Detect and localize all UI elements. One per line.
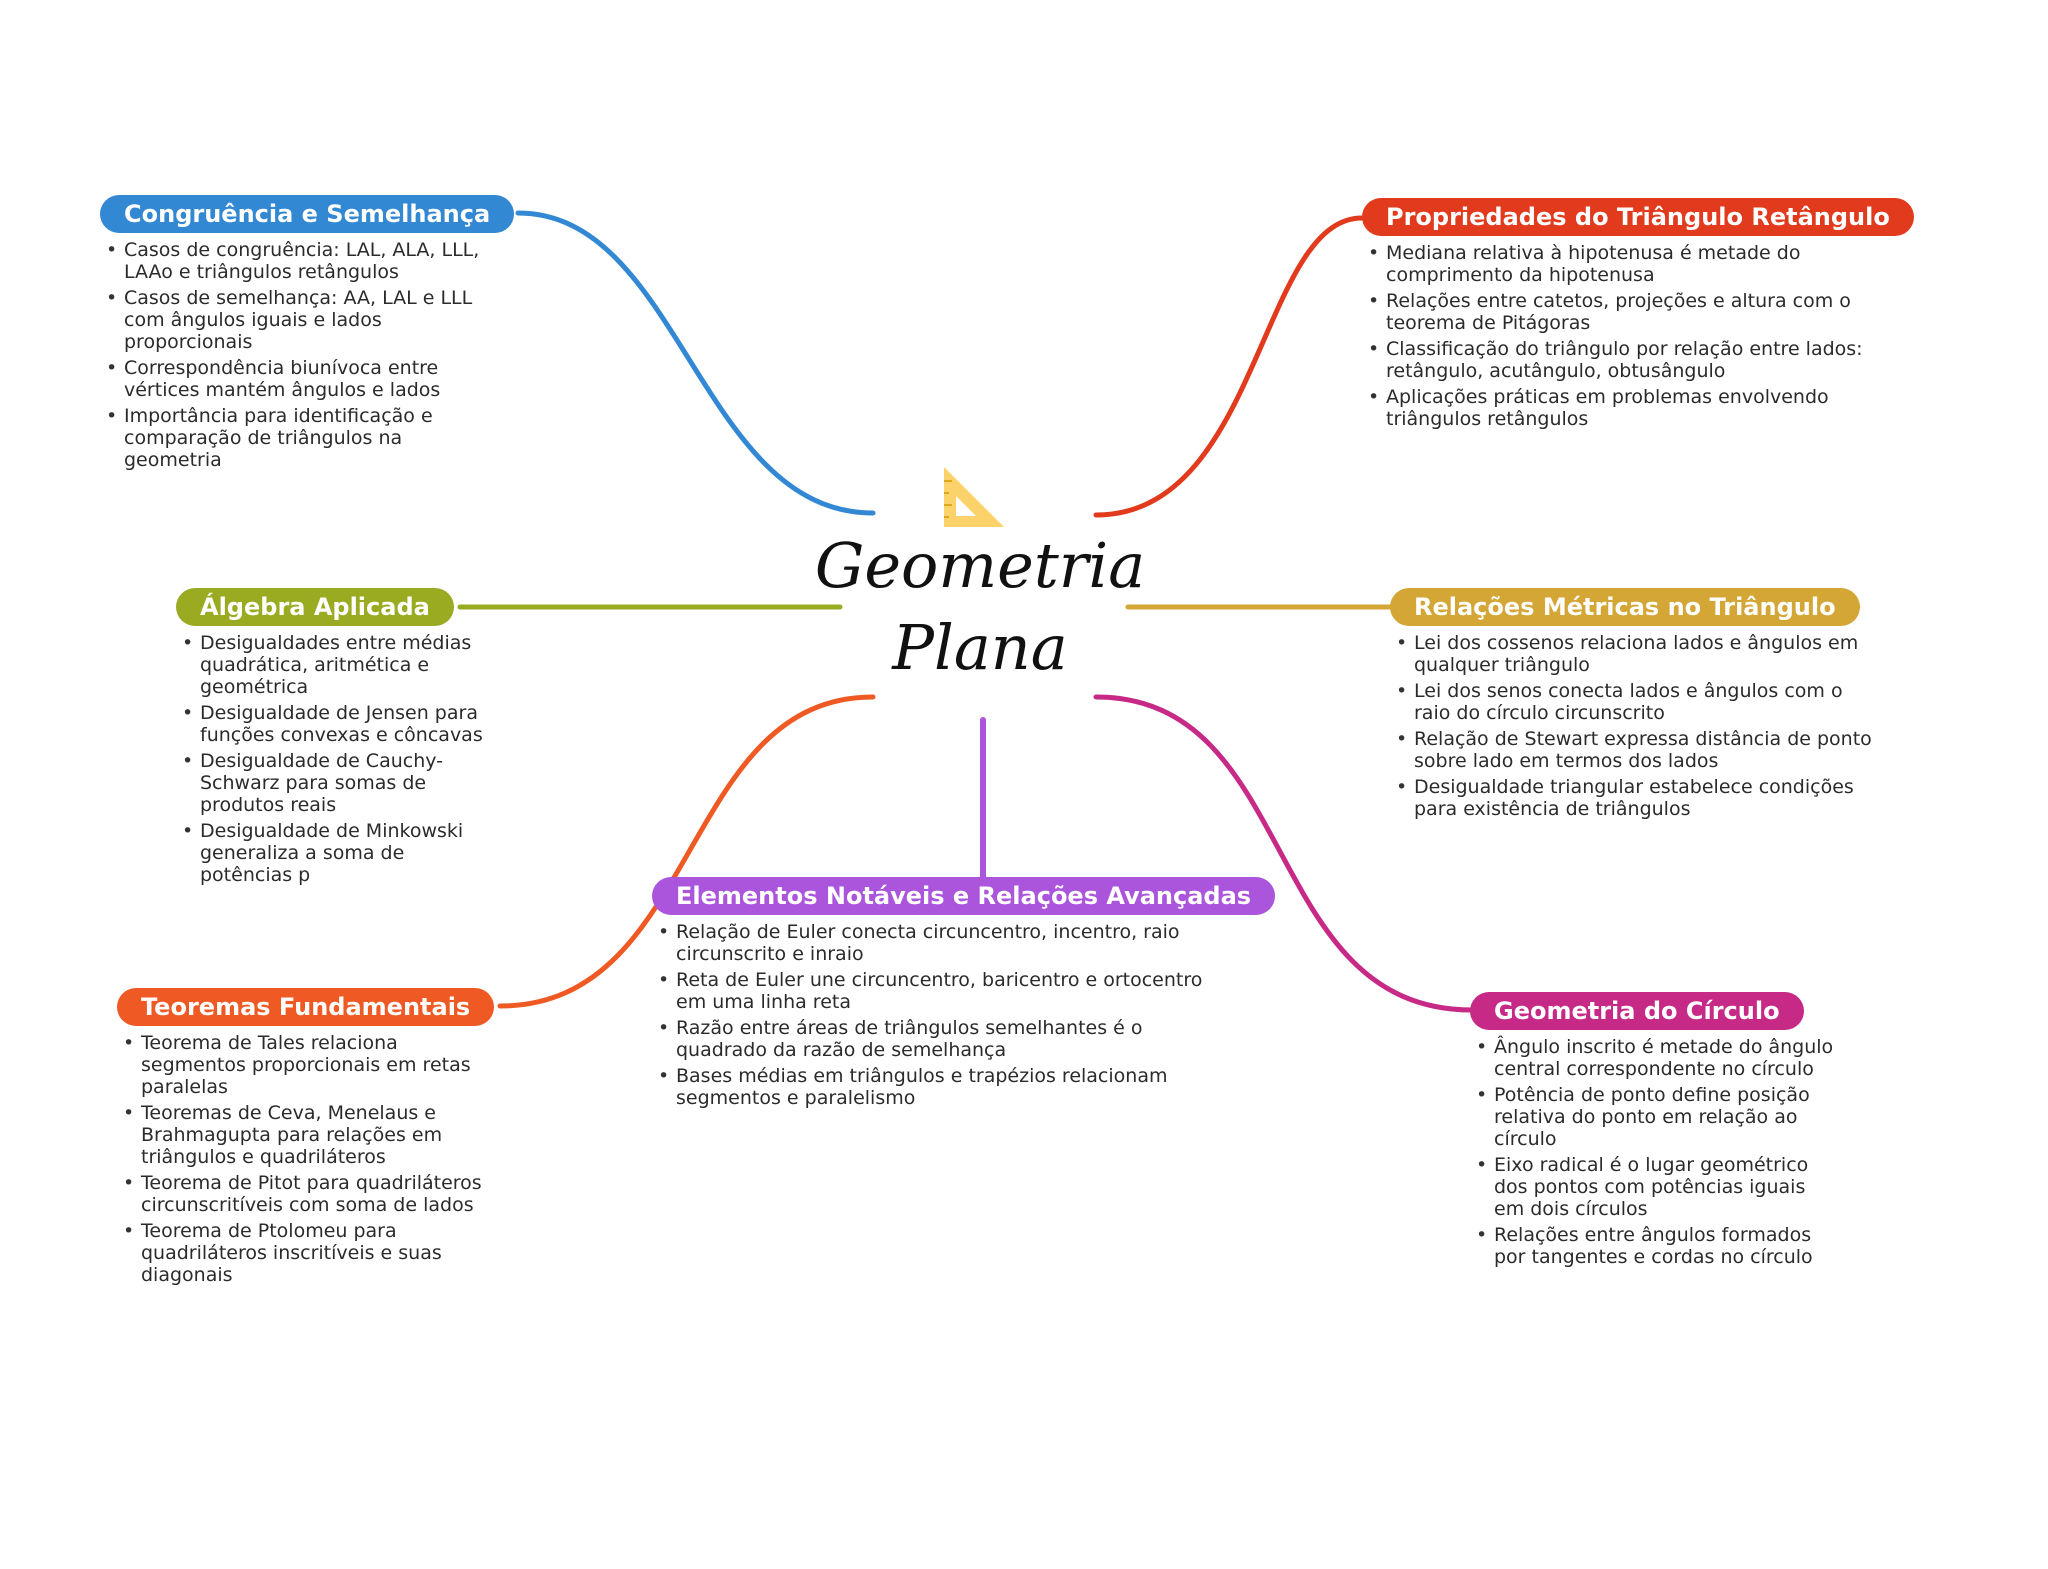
list-item: Teoremas de Ceva, Menelaus e Brahmagupta… <box>123 1102 501 1168</box>
branch-title-pill[interactable]: Congruência e Semelhança <box>100 195 515 233</box>
list-item: Relação de Euler conecta circuncentro, i… <box>658 921 1216 965</box>
central-title-line2: Plana <box>892 611 1068 684</box>
list-item: Lei dos cossenos relaciona lados e ângul… <box>1396 632 1884 676</box>
bullet-list: Teorema de Tales relaciona segmentos pro… <box>117 1032 501 1286</box>
branch-congruencia: Congruência e Semelhança Casos de congru… <box>100 195 515 475</box>
list-item: Correspondência biunívoca entre vértices… <box>106 357 494 401</box>
list-item: Classificação do triângulo por relação e… <box>1368 338 1886 382</box>
central-title-line1: Geometria <box>814 529 1146 602</box>
list-item: Reta de Euler une circuncentro, baricent… <box>658 969 1216 1013</box>
set-square-icon <box>944 467 1004 527</box>
list-item: Teorema de Ptolomeu para quadriláteros i… <box>123 1220 501 1286</box>
list-item: Relações entre ângulos formados por tang… <box>1476 1224 1834 1268</box>
list-item: Aplicações práticas em problemas envolve… <box>1368 386 1886 430</box>
list-item: Potência de ponto define posição relativ… <box>1476 1084 1834 1150</box>
list-item: Desigualdades entre médias quadrática, a… <box>182 632 500 698</box>
branch-title-pill[interactable]: Propriedades do Triângulo Retângulo <box>1362 198 1914 236</box>
bullet-list: Casos de congruência: LAL, ALA, LLL, LAA… <box>100 239 494 471</box>
list-item: Desigualdade de Jensen para funções conv… <box>182 702 500 746</box>
list-item: Lei dos senos conecta lados e ângulos co… <box>1396 680 1884 724</box>
bullet-list: Desigualdades entre médias quadrática, a… <box>176 632 500 886</box>
bullet-list: Ângulo inscrito é metade do ângulo centr… <box>1470 1036 1834 1268</box>
connector-congruencia <box>515 210 876 516</box>
branch-teoremas: Teoremas Fundamentais Teorema de Tales r… <box>117 988 517 1290</box>
central-topic: Geometria Plana <box>780 525 1180 689</box>
branch-title-pill[interactable]: Elementos Notáveis e Relações Avançadas <box>652 877 1276 915</box>
branch-title-pill[interactable]: Relações Métricas no Triângulo <box>1390 588 1860 626</box>
branch-circulo: Geometria do Círculo Ângulo inscrito é m… <box>1470 992 1870 1272</box>
list-item: Desigualdade de Minkowski generaliza a s… <box>182 820 500 886</box>
branch-propriedades: Propriedades do Triângulo Retângulo Medi… <box>1362 198 1982 434</box>
connector-propriedades <box>1093 215 1365 518</box>
bullet-list: Mediana relativa à hipotenusa é metade d… <box>1362 242 1886 430</box>
list-item: Desigualdade triangular estabelece condi… <box>1396 776 1884 820</box>
list-item: Mediana relativa à hipotenusa é metade d… <box>1368 242 1886 286</box>
list-item: Teorema de Tales relaciona segmentos pro… <box>123 1032 501 1098</box>
list-item: Relações entre catetos, projeções e altu… <box>1368 290 1886 334</box>
branch-title-pill[interactable]: Álgebra Aplicada <box>176 588 454 626</box>
list-item: Importância para identificação e compara… <box>106 405 494 471</box>
list-item: Eixo radical é o lugar geométrico dos po… <box>1476 1154 1834 1220</box>
branch-elementos: Elementos Notáveis e Relações Avançadas … <box>652 877 1332 1113</box>
connector-teoremas <box>497 694 876 1009</box>
list-item: Casos de congruência: LAL, ALA, LLL, LAA… <box>106 239 494 283</box>
branch-metricas: Relações Métricas no Triângulo Lei dos c… <box>1390 588 1950 824</box>
list-item: Bases médias em triângulos e trapézios r… <box>658 1065 1216 1109</box>
list-item: Desigualdade de Cauchy-Schwarz para soma… <box>182 750 500 816</box>
bullet-list: Relação de Euler conecta circuncentro, i… <box>652 921 1216 1109</box>
branch-title-pill[interactable]: Teoremas Fundamentais <box>117 988 495 1026</box>
list-item: Relação de Stewart expressa distância de… <box>1396 728 1884 772</box>
branch-title-pill[interactable]: Geometria do Círculo <box>1470 992 1804 1030</box>
connector-circulo <box>1093 694 1475 1013</box>
list-item: Teorema de Pitot para quadriláteros circ… <box>123 1172 501 1216</box>
branch-algebra: Álgebra Aplicada Desigualdades entre méd… <box>176 588 516 890</box>
list-item: Casos de semelhança: AA, LAL e LLL com â… <box>106 287 494 353</box>
bullet-list: Lei dos cossenos relaciona lados e ângul… <box>1390 632 1884 820</box>
list-item: Ângulo inscrito é metade do ângulo centr… <box>1476 1036 1834 1080</box>
list-item: Razão entre áreas de triângulos semelhan… <box>658 1017 1216 1061</box>
